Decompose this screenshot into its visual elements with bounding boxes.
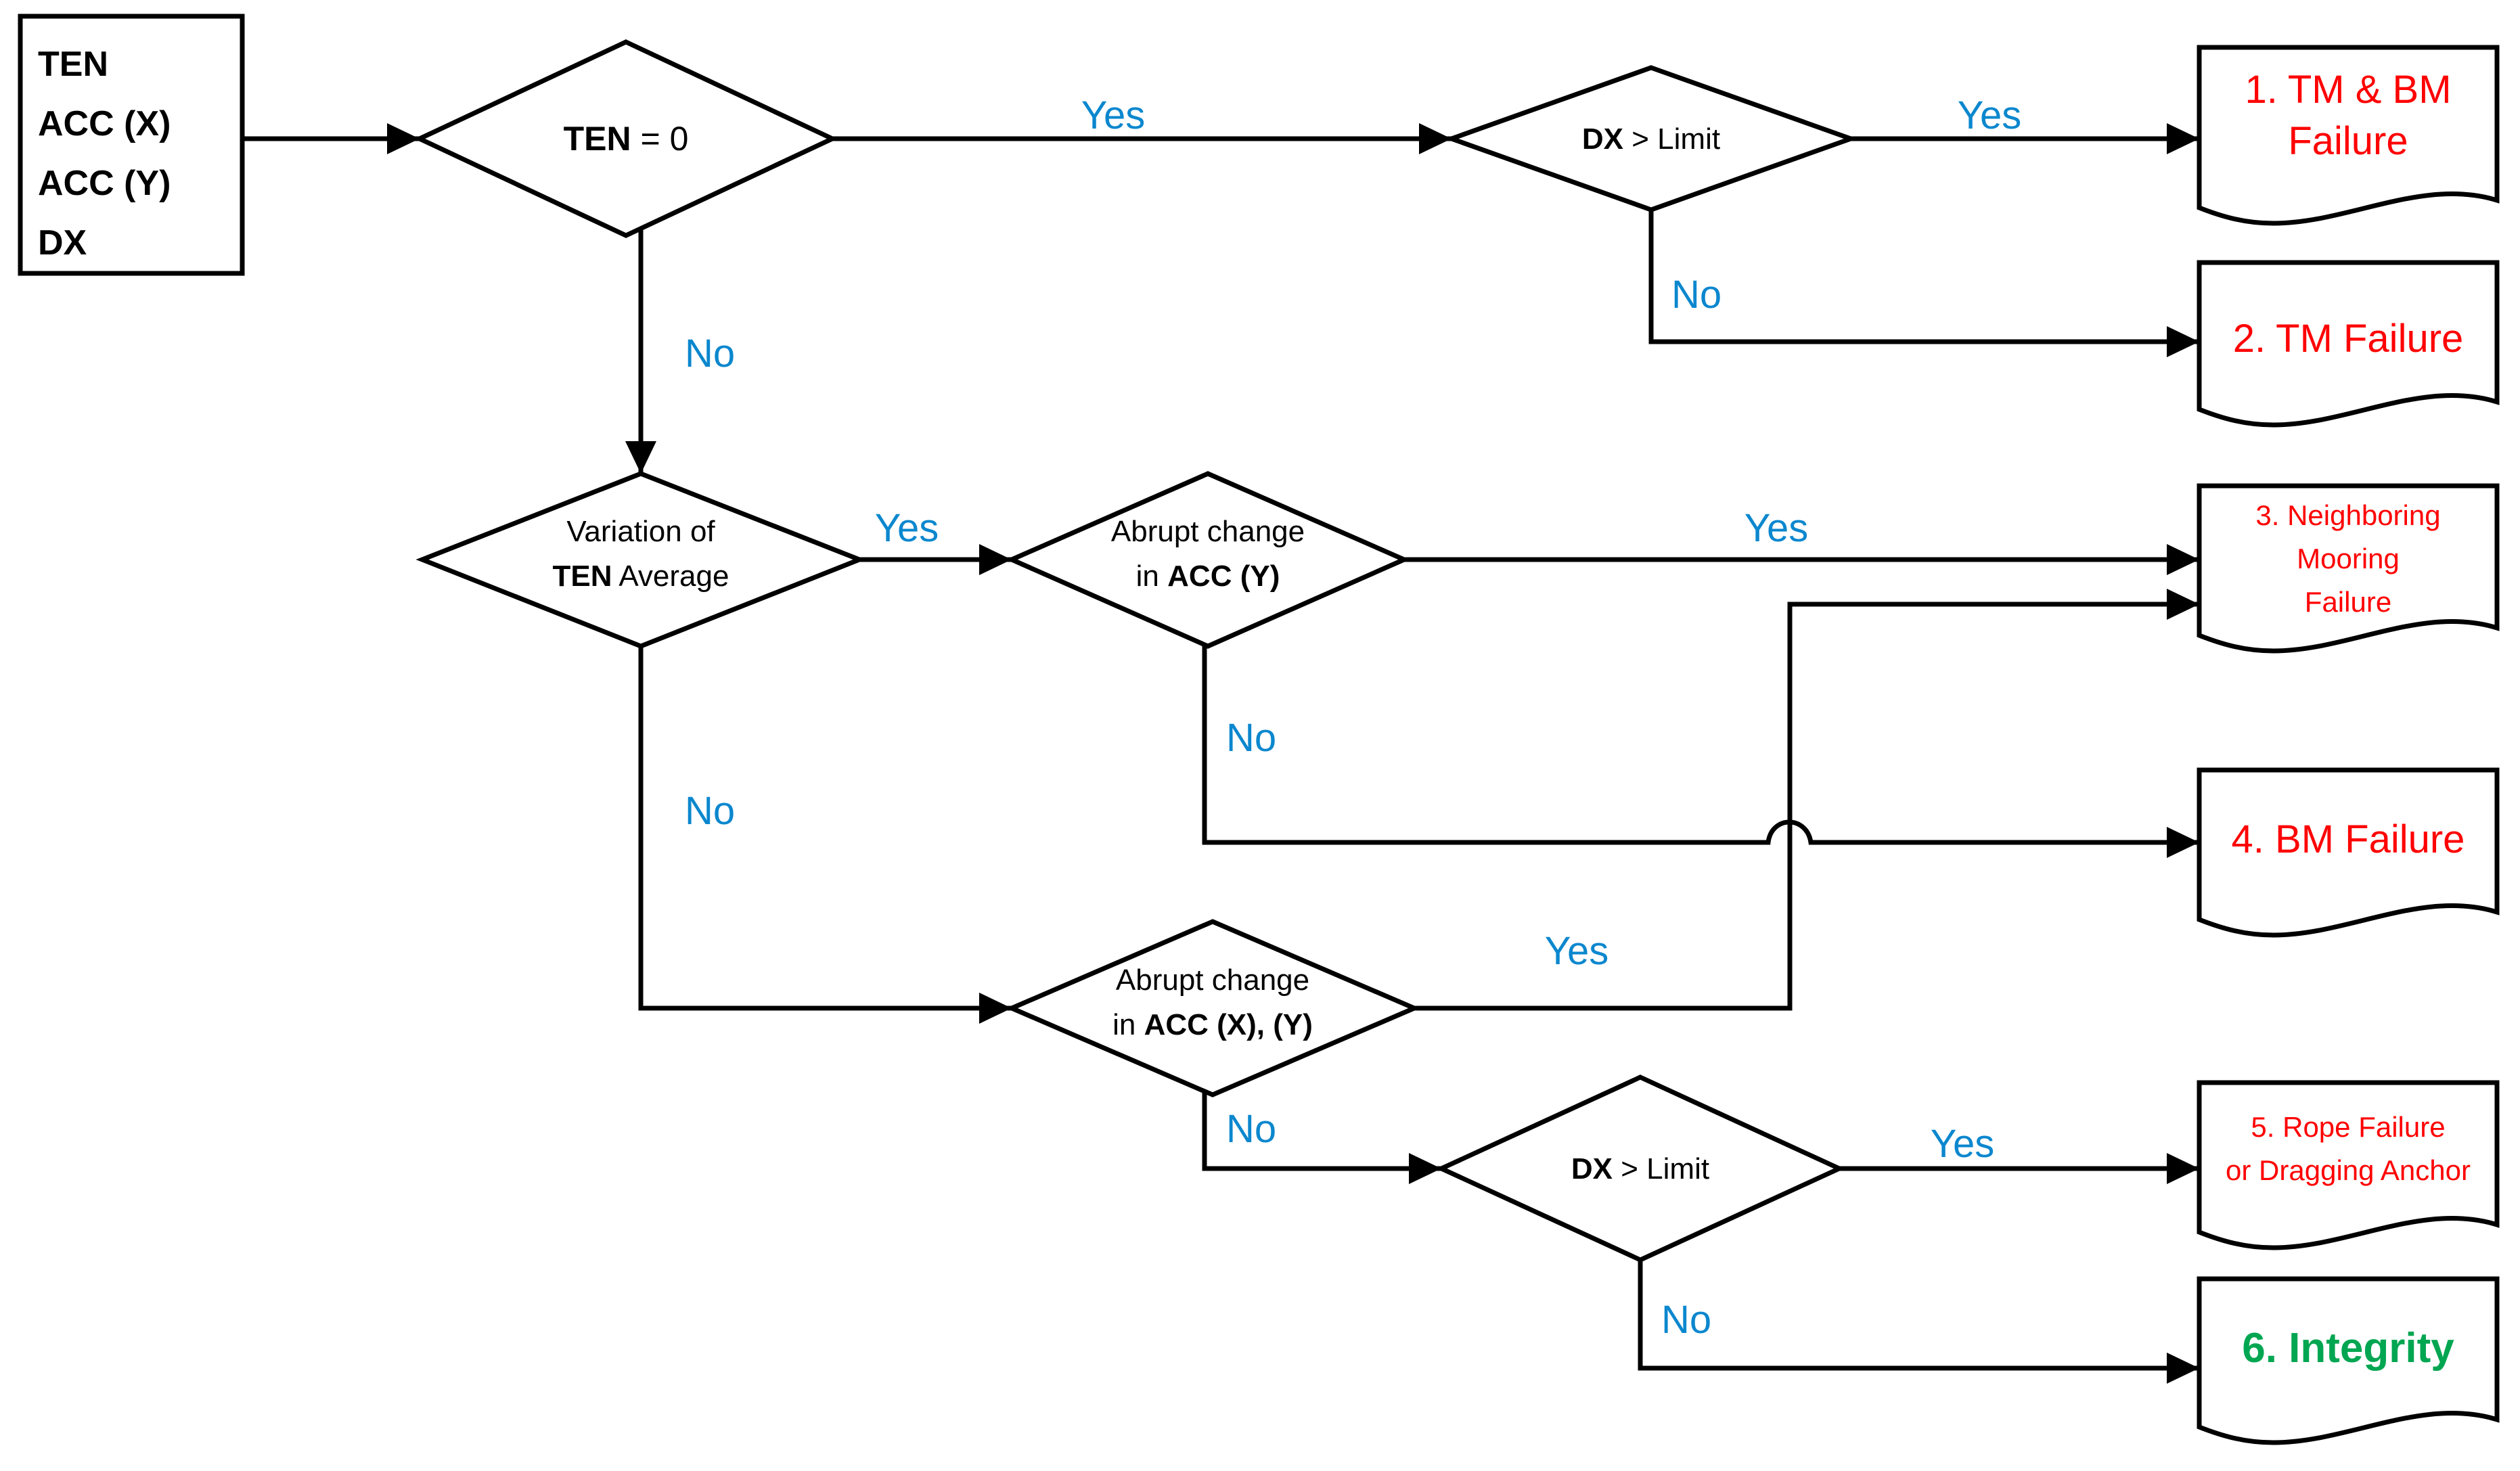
input-line-ten: TEN <box>38 45 108 84</box>
outcome-box-1-line-1: 1. TM & BM <box>2245 68 2451 112</box>
arrowhead-dx-top-yes <box>2167 123 2199 154</box>
arrowhead-accxy-yes <box>2167 589 2199 620</box>
outcome-box-1-line-2: Failure <box>2288 119 2408 163</box>
arrowhead-variation-yes <box>979 544 1012 575</box>
input-block-rect <box>18 14 245 276</box>
decision-ten-equals-zero[interactable]: TEN = 0 <box>413 39 838 238</box>
edge-variation-no <box>638 646 1012 1011</box>
outcome-box-5-line-2: or Dragging Anchor <box>2226 1154 2471 1186</box>
decision-abrupt-change-acc-y[interactable]: Abrupt change in ACC (Y) <box>1006 471 1410 649</box>
label-accy-no: No <box>1226 716 1276 760</box>
connector-layer <box>242 123 2199 1384</box>
decision-accy-line2: in ACC (Y) <box>1136 560 1280 593</box>
decision-abrupt-change-acc-xy[interactable]: Abrupt change in ACC (X), (Y) <box>1006 919 1420 1097</box>
decision-accxy-line1: Abrupt change <box>1116 964 1309 997</box>
arrowhead-accxy-no <box>1409 1153 1441 1184</box>
decision-dx-limit-top[interactable]: DX > Limit <box>1444 65 1858 212</box>
input-line-acc-y: ACC (Y) <box>38 164 171 203</box>
outcome-box-4-line-1: 4. BM Failure <box>2232 817 2465 861</box>
outcome-box-6[interactable]: 6. Integrity <box>2197 1276 2500 1445</box>
arrowhead-accy-yes <box>2167 544 2199 575</box>
label-dx-bottom-no: No <box>1661 1298 1711 1342</box>
decision-dx-limit-top-diamond <box>1444 65 1858 212</box>
arrowhead-variation-no <box>979 993 1012 1024</box>
outcome-box-3-line-1: 3. Neighboring <box>2255 499 2440 531</box>
decision-ten-equals-zero-label: TEN = 0 <box>564 120 689 158</box>
decision-accy-line1: Abrupt change <box>1111 515 1305 548</box>
decision-variation-ten-average[interactable]: Variation of TEN Average <box>415 471 866 649</box>
outcome-box-3-line-2: Mooring <box>2297 543 2400 574</box>
arrowhead-ten-zero-yes <box>1419 123 1452 154</box>
outcome-box-6-document-shape <box>2197 1276 2500 1445</box>
decision-variation-line2: TEN Average <box>553 560 729 593</box>
arrowhead-accy-no <box>2167 827 2199 858</box>
arrowhead-dx-top-no <box>2167 326 2199 357</box>
decision-dx-limit-bottom[interactable]: DX > Limit <box>1435 1074 1845 1263</box>
outcome-box-3[interactable]: 3. Neighboring Mooring Failure <box>2197 483 2500 654</box>
label-accy-yes: Yes <box>1745 506 1809 550</box>
outcome-box-5-document-shape <box>2197 1080 2500 1250</box>
label-accxy-yes: Yes <box>1545 929 1609 973</box>
label-accxy-no: No <box>1226 1107 1276 1151</box>
decision-accxy-line2: in ACC (X), (Y) <box>1112 1008 1313 1041</box>
edge-dx-bottom-no <box>1638 1238 2199 1371</box>
edge-accy-no-to-bm-failure <box>1202 636 2199 845</box>
label-variation-no: No <box>685 789 735 833</box>
label-variation-yes: Yes <box>875 506 939 550</box>
edge-accxy-no <box>1202 1086 1441 1171</box>
arrowhead-ten-zero-no <box>625 441 656 474</box>
label-dx-bottom-yes: Yes <box>1931 1122 1995 1166</box>
arrowhead-input-to-ten-zero <box>387 123 420 154</box>
outcome-box-3-document-shape <box>2197 483 2500 654</box>
edge-accxy-yes <box>1414 602 2199 1011</box>
arrowhead-dx-bottom-no <box>2167 1353 2199 1384</box>
input-block[interactable]: TEN ACC (X) ACC (Y) DX <box>18 14 245 276</box>
outcome-box-5-line-1: 5. Rope Failure <box>2251 1111 2445 1143</box>
outcome-box-1[interactable]: 1. TM & BM Failure <box>2197 45 2500 226</box>
outcome-box-5[interactable]: 5. Rope Failure or Dragging Anchor <box>2197 1080 2500 1250</box>
outcome-box-6-line-1: 6. Integrity <box>2242 1325 2454 1372</box>
input-line-dx: DX <box>38 223 87 263</box>
outcome-box-1-document-shape <box>2197 45 2500 226</box>
decision-abrupt-change-acc-xy-diamond <box>1006 919 1420 1097</box>
edge-label-layer: Yes No Yes No Yes No Yes No Yes No Yes N… <box>685 93 2021 1342</box>
label-dx-top-no: No <box>1671 273 1722 317</box>
decision-variation-line1: Variation of <box>566 515 715 548</box>
decision-variation-ten-average-diamond <box>415 471 866 649</box>
label-ten-zero-no: No <box>685 332 735 376</box>
input-line-acc-x: ACC (X) <box>38 104 171 143</box>
decision-ten-equals-zero-diamond <box>413 39 838 238</box>
arrowhead-dx-bottom-yes <box>2167 1153 2199 1184</box>
decision-dx-limit-bottom-label: DX > Limit <box>1571 1152 1709 1185</box>
edge-dx-top-no <box>1648 210 2199 344</box>
outcome-box-3-line-3: Failure <box>2305 586 2391 618</box>
outcome-box-2-document-shape <box>2197 260 2500 428</box>
outcome-box-2-line-1: 2. TM Failure <box>2233 317 2464 361</box>
label-ten-zero-yes: Yes <box>1081 93 1146 137</box>
outcome-box-2[interactable]: 2. TM Failure <box>2197 260 2500 428</box>
outcome-box-4-document-shape <box>2197 767 2500 938</box>
label-dx-top-yes: Yes <box>1958 93 2022 137</box>
decision-dx-limit-bottom-diamond <box>1435 1074 1845 1263</box>
outcome-box-4[interactable]: 4. BM Failure <box>2197 767 2500 938</box>
decision-abrupt-change-acc-y-diamond <box>1006 471 1410 649</box>
decision-dx-limit-top-label: DX > Limit <box>1582 122 1720 156</box>
